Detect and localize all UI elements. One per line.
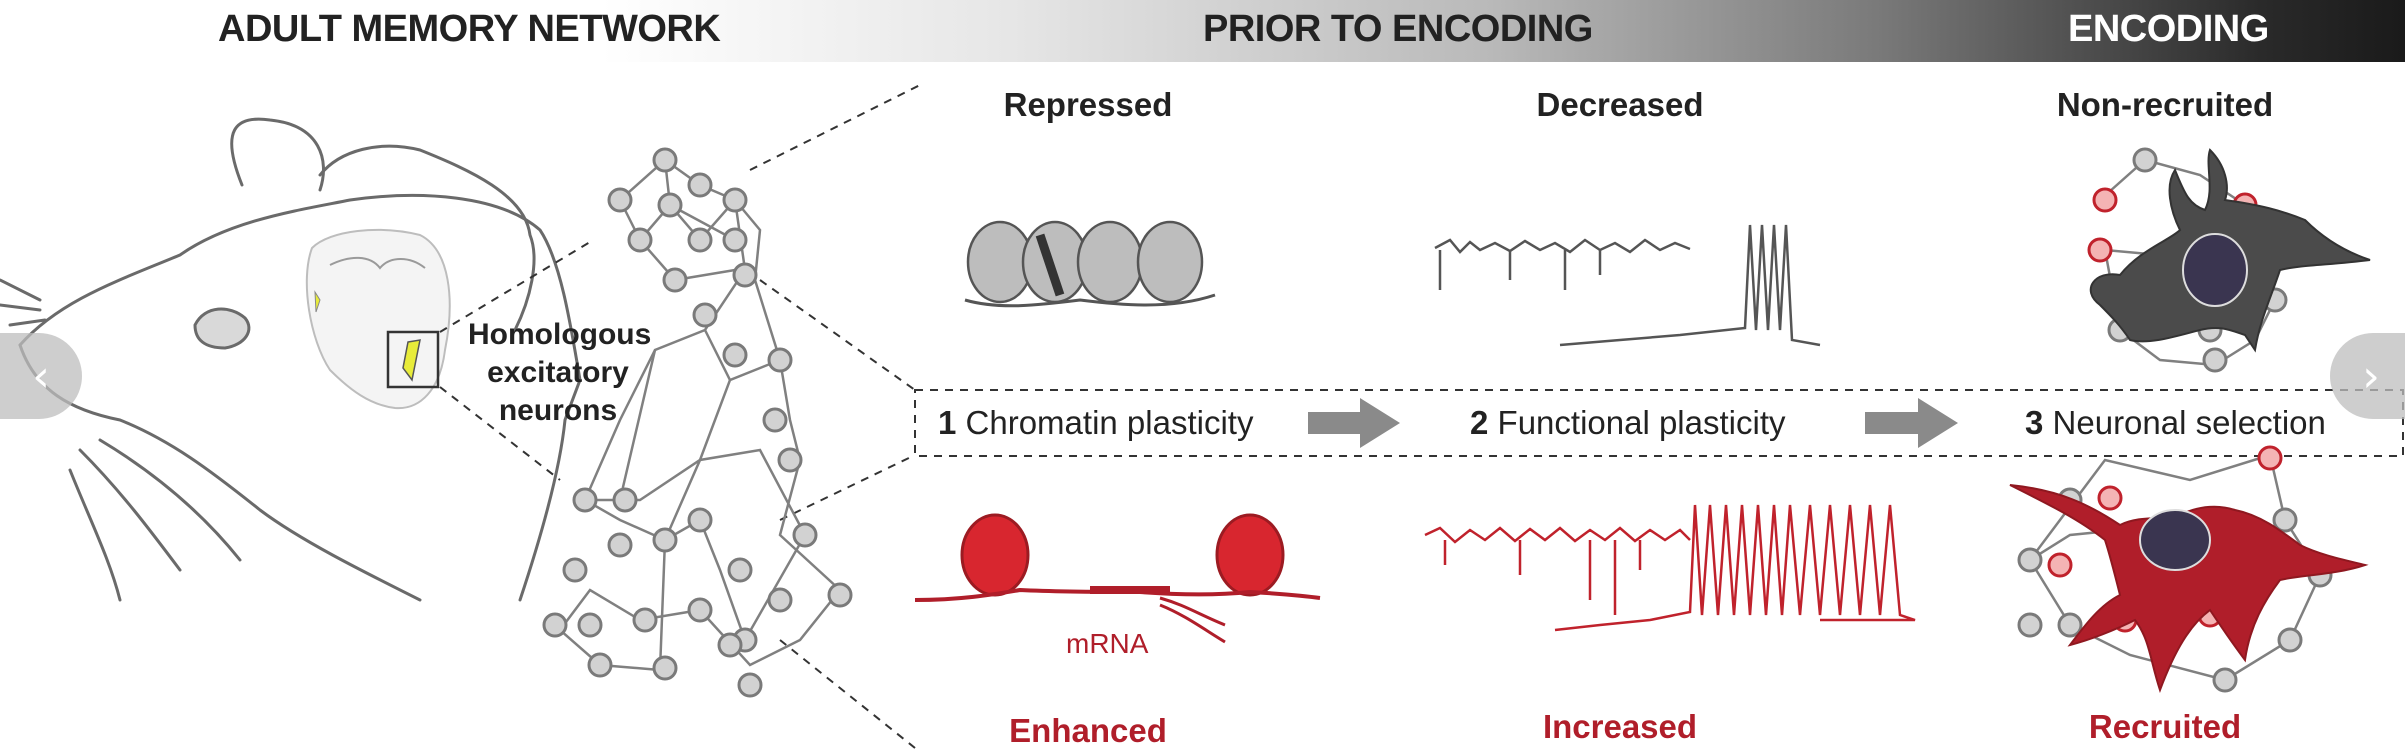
step-neuronal-selection: 3 Neuronal selection xyxy=(2025,404,2326,442)
next-slide-button[interactable]: › xyxy=(2330,333,2405,419)
homologous-neurons-label: Homologous excitatory neurons xyxy=(468,316,652,430)
chevron-left-icon: ‹ xyxy=(32,350,50,402)
step-2-text: Functional plasticity xyxy=(1497,404,1786,441)
label-repressed: Repressed xyxy=(1003,86,1173,123)
homologous-line-3: neurons xyxy=(498,394,618,427)
step-3-number: 3 xyxy=(2025,404,2044,441)
previous-slide-button[interactable]: ‹ xyxy=(0,333,82,419)
label-increased: Increased xyxy=(1542,708,1698,745)
arrow-right-icon-2 xyxy=(1865,398,1958,448)
homologous-line-2: excitatory xyxy=(487,356,629,389)
header-prior-to-encoding: PRIOR TO ENCODING xyxy=(1203,8,1593,50)
header-bar: ADULT MEMORY NETWORK PRIOR TO ENCODING E… xyxy=(0,0,2405,62)
non-recruited-neuron xyxy=(2087,147,2371,373)
increased-trace xyxy=(1424,504,1916,632)
process-arrows xyxy=(1308,398,1958,448)
step-3-text: Neuronal selection xyxy=(2052,404,2326,441)
step-chromatin-plasticity: 1 Chromatin plasticity xyxy=(938,404,1253,442)
steps-box xyxy=(914,389,2404,457)
header-adult-memory-network: ADULT MEMORY NETWORK xyxy=(218,8,721,50)
header-encoding: ENCODING xyxy=(2068,8,2269,50)
recruited-neuron xyxy=(2009,445,2369,693)
step-functional-plasticity: 2 Functional plasticity xyxy=(1470,404,1786,442)
repressed-chromatin xyxy=(964,220,1216,308)
label-enhanced: Enhanced xyxy=(1009,712,1167,749)
step-1-text: Chromatin plasticity xyxy=(965,404,1254,441)
chevron-right-icon: › xyxy=(2362,350,2380,402)
step-2-number: 2 xyxy=(1470,404,1489,441)
arrow-right-icon-1 xyxy=(1308,398,1400,448)
zoom-lines xyxy=(439,84,921,749)
brain-slice-icon xyxy=(305,228,451,410)
label-decreased: Decreased xyxy=(1536,86,1704,123)
enhanced-chromatin xyxy=(914,513,1321,644)
label-recruited: Recruited xyxy=(2088,708,2242,745)
decreased-trace xyxy=(1434,224,1821,347)
step-1-number: 1 xyxy=(938,404,957,441)
mrna-label: mRNA xyxy=(1066,628,1149,659)
neuron-network-nodes xyxy=(542,147,853,698)
homologous-line-1: Homologous xyxy=(468,318,652,351)
label-non-recruited: Non-recruited xyxy=(2056,86,2274,123)
